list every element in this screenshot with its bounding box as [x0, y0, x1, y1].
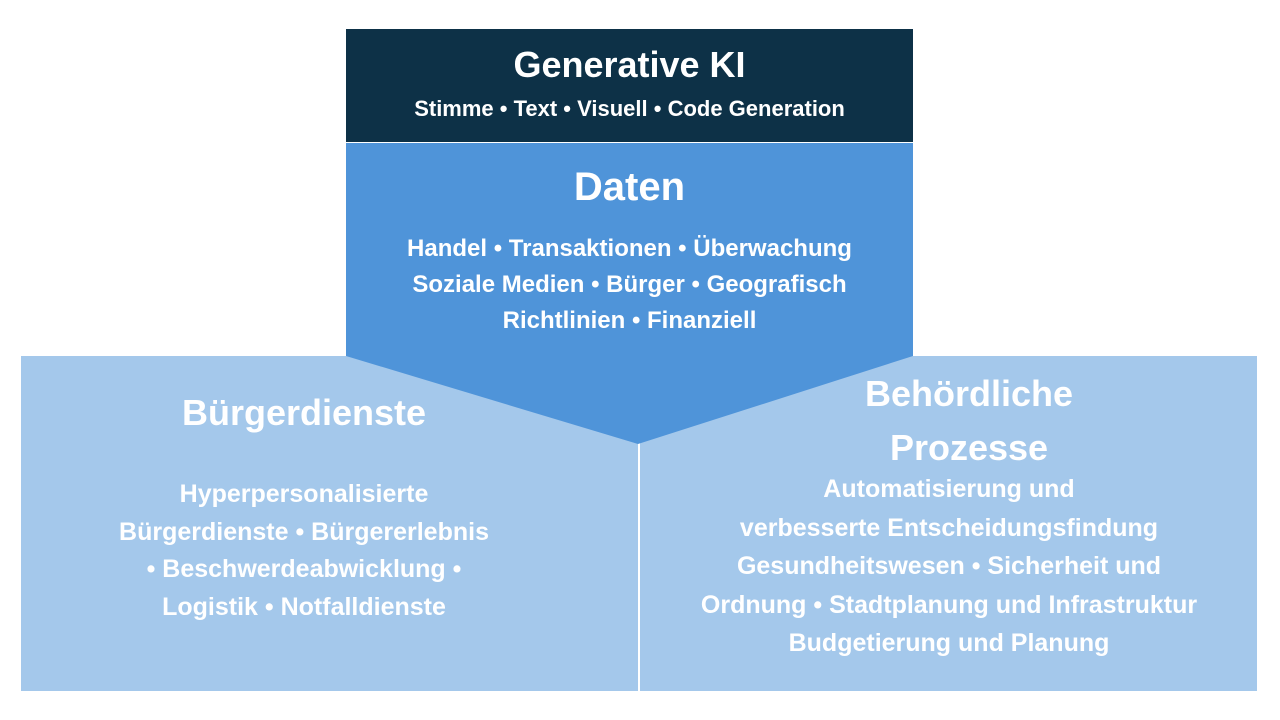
right-title-line: Behördliche — [864, 373, 1074, 414]
left-item-line: • Beschwerdeabwicklung • — [146, 555, 462, 583]
left-item-line: Hyperpersonalisierte — [179, 480, 429, 508]
center-panel — [346, 143, 913, 444]
right-title: Behördliche Prozesse — [680, 367, 1258, 475]
right-item-line: Automatisierung und — [823, 475, 1075, 503]
center-item-line: Soziale Medien • Bürger • Geografisch — [412, 271, 847, 298]
top-title: Generative KI — [513, 44, 746, 85]
top-subtitle: Stimme • Text • Visuell • Code Generatio… — [414, 96, 845, 121]
right-items: Automatisierung und verbesserte Entschei… — [640, 470, 1258, 663]
right-item-line: Ordnung • Stadtplanung und Infrastruktur — [700, 590, 1198, 619]
center-items: Handel • Transaktionen • Überwachung Soz… — [346, 231, 913, 339]
center-title: Daten — [573, 165, 686, 209]
right-panel — [640, 356, 1257, 691]
left-items: Hyperpersonalisierte Bürgerdienste • Bür… — [20, 476, 588, 626]
right-item-line: Gesundheitswesen • Sicherheit und — [736, 552, 1162, 580]
right-item-line: verbesserte Entscheidungsfindung — [739, 513, 1159, 542]
center-item-line: Richtlinien • Finanziell — [502, 307, 757, 334]
center-item-line: Handel • Transaktionen • Überwachung — [407, 235, 852, 262]
right-item-line: Budgetierung und Planung — [788, 629, 1110, 657]
left-item-line: Bürgerdienste • Bürgererlebnis — [119, 517, 489, 546]
top-panel — [346, 29, 913, 142]
left-title: Bürgerdienste — [181, 392, 427, 433]
left-item-line: Logistik • Notfalldienste — [162, 592, 446, 621]
right-title-line: Prozesse — [889, 427, 1049, 468]
